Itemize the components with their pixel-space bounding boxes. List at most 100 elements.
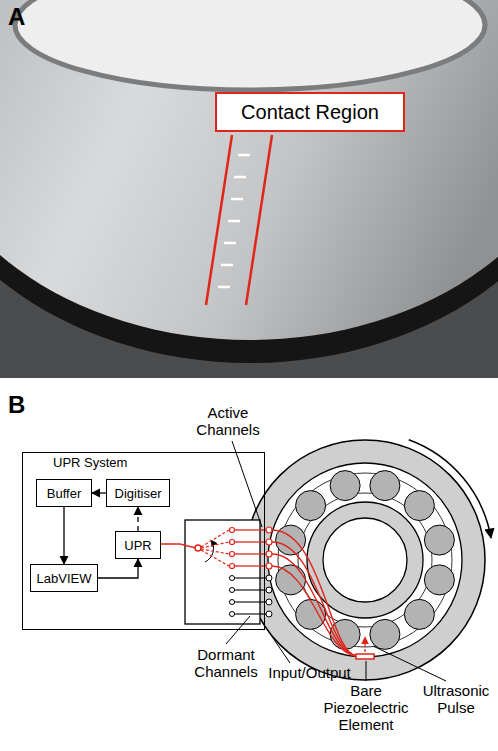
rolling-ball: [404, 491, 434, 521]
signal-arrow: [98, 559, 138, 578]
switch-fan: [201, 550, 229, 566]
part-label: Dormant Channels: [188, 646, 264, 680]
channel-terminal: [230, 564, 235, 569]
channel-port: [266, 551, 272, 557]
box-label: Digitiser: [115, 486, 162, 501]
channel-terminal: [230, 588, 235, 593]
part-label: Ultrasonic Pulse: [418, 682, 494, 716]
active-channel: [234, 565, 266, 566]
channel-terminal: [230, 552, 235, 557]
dormant-channel: [234, 613, 266, 614]
rotation-arrow: [409, 440, 491, 538]
leader-lines: [226, 441, 446, 681]
channel-port: [266, 587, 272, 593]
part-label: Bare Piezoelectric Element: [321, 682, 411, 733]
process-box: LabVIEW: [30, 564, 98, 592]
rolling-ball: [276, 525, 306, 555]
rolling-ball: [424, 565, 454, 595]
part-label: Input/Output: [262, 664, 357, 681]
sensor-mark: [231, 198, 243, 201]
rolling-ball: [370, 471, 400, 501]
raceway-surface: [0, 0, 498, 340]
sensor-wires: [272, 530, 374, 659]
channel-switch: [159, 520, 272, 624]
leader-line: [232, 441, 262, 527]
signal-arrow: [137, 507, 138, 531]
box-label: LabVIEW: [37, 571, 92, 586]
channel-terminal: [230, 540, 235, 545]
channel-port: [266, 563, 272, 569]
sensor-mark: [221, 264, 233, 267]
sensor-mark: [238, 154, 250, 157]
outer-ring: [245, 440, 485, 680]
process-box: Buffer: [36, 479, 92, 507]
rolling-ball: [404, 599, 434, 629]
outer-raceway: [268, 463, 462, 657]
active-channel: [234, 553, 266, 554]
sensor-mark: [228, 220, 240, 223]
rolling-ball: [276, 565, 306, 595]
bore: [323, 518, 407, 602]
process-box: UPR: [115, 531, 161, 559]
leader-line: [373, 646, 446, 681]
active-wire: [272, 566, 357, 656]
channel-port: [266, 527, 272, 533]
channel-terminal: [230, 576, 235, 581]
rolling-ball: [296, 491, 326, 521]
switch-pivot: [195, 545, 201, 551]
bearing-photo: [0, 0, 498, 378]
leader-line: [226, 616, 250, 644]
pulse-line: [159, 544, 196, 548]
inner-ring: [307, 502, 423, 618]
channel-port: [266, 599, 272, 605]
box-label: UPR: [124, 538, 151, 553]
rolling-ball: [370, 619, 400, 649]
switch-fan: [201, 542, 229, 548]
dormant-channel: [234, 589, 266, 590]
process-box: Digitiser: [106, 479, 170, 507]
signal-arrow: [92, 492, 106, 493]
dormant-channel: [234, 577, 266, 578]
leader-line: [262, 622, 290, 663]
active-channel: [234, 529, 266, 530]
cage-line: [278, 473, 452, 647]
bearing-schematic: [245, 440, 491, 680]
rolling-ball: [296, 599, 326, 629]
bore-edge: [15, 0, 485, 90]
rolling-ball: [330, 471, 360, 501]
bore-opening: [15, 0, 485, 90]
channel-port: [266, 611, 272, 617]
rolling-ball: [424, 525, 454, 555]
channel-terminal: [230, 612, 235, 617]
system-box: UPR SystemBuffer DigitiserLabVIEW UPR: [22, 452, 265, 630]
active-channel: [234, 541, 266, 542]
contact-line: [246, 135, 272, 305]
active-wire: [272, 554, 357, 656]
switch-box: [185, 520, 260, 624]
sensor-mark: [234, 176, 246, 179]
dormant-channel: [234, 601, 266, 602]
channel-port: [266, 539, 272, 545]
active-wire: [272, 530, 357, 656]
region-callout: Contact Region: [215, 92, 405, 132]
channel-port: [266, 575, 272, 581]
channel-terminal: [230, 600, 235, 605]
part-label: Active Channels: [192, 404, 264, 438]
box-label: Buffer: [47, 486, 81, 501]
channel-terminal: [230, 528, 235, 533]
panel-letter: A: [8, 4, 38, 30]
active-wire: [272, 542, 357, 656]
piezo-element: [356, 654, 374, 659]
switch-fan: [201, 530, 229, 547]
sensor-mark: [218, 286, 230, 289]
sensor-mark: [224, 242, 236, 245]
switch-fan: [201, 549, 229, 554]
panel-letter: B: [8, 392, 38, 418]
leader-line: [366, 661, 367, 681]
system-title: UPR System: [53, 455, 127, 470]
signal-arrow: [63, 507, 64, 564]
box-label: Contact Region: [241, 101, 379, 124]
seal-band: [0, 0, 498, 363]
ultrasonic-pulse: [364, 637, 365, 652]
